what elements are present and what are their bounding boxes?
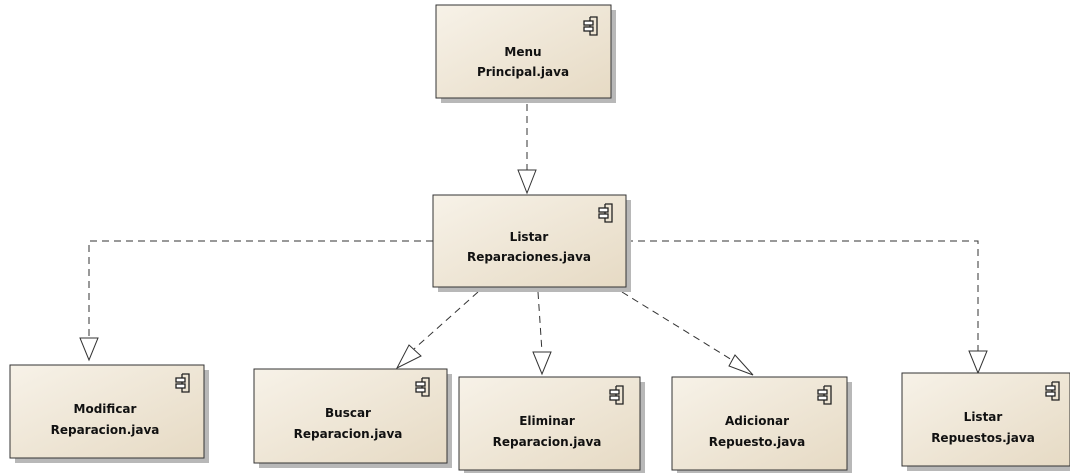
arrowhead-open-icon xyxy=(968,350,988,375)
component-name-line: Reparacion.java xyxy=(51,423,160,437)
arrowhead-open-icon xyxy=(532,351,552,376)
component-name-line: Modificar xyxy=(74,402,137,416)
component-name-line: Repuestos.java xyxy=(931,431,1035,445)
dependency-to-modificar[interactable] xyxy=(88,240,433,338)
component-icon xyxy=(1045,381,1060,401)
component-icon xyxy=(175,373,190,393)
dependency-to-adicionar[interactable] xyxy=(621,291,733,361)
component-name-line: Eliminar xyxy=(519,414,575,428)
svg-text:Reparacion.java: Reparacion.java xyxy=(51,423,160,437)
component-name-line: Repuesto.java xyxy=(709,435,805,449)
component-icon xyxy=(598,203,613,223)
component-modificar-reparacion[interactable]: Modificar Reparacion.java xyxy=(9,364,209,463)
svg-text:Eliminar: Eliminar xyxy=(519,414,575,428)
dependency-lines xyxy=(88,104,979,361)
component-eliminar-reparacion[interactable]: Eliminar Reparacion.java xyxy=(458,376,645,473)
component-menu-principal[interactable]: Menu Principal.java xyxy=(435,4,616,103)
component-icon xyxy=(583,16,598,36)
component-name-line: Listar xyxy=(964,410,1003,424)
arrowheads xyxy=(79,169,988,376)
dependency-to-eliminar[interactable] xyxy=(537,291,543,353)
component-listar-repuestos[interactable]: Listar Repuestos.java xyxy=(901,372,1070,471)
svg-text:Repuestos.java: Repuestos.java xyxy=(931,431,1035,445)
svg-text:Adicionar: Adicionar xyxy=(725,414,789,428)
component-name-line: Reparaciones.java xyxy=(467,250,591,264)
dependency-to-listar-repuestos[interactable] xyxy=(626,240,979,351)
svg-text:Principal.java: Principal.java xyxy=(477,65,569,79)
component-name-line: Principal.java xyxy=(477,65,569,79)
component-icon xyxy=(817,385,832,405)
component-name-line: Menu xyxy=(504,45,541,59)
svg-text:Reparaciones.java: Reparaciones.java xyxy=(467,250,591,264)
component-listar-reparaciones[interactable]: Listar Reparaciones.java xyxy=(432,194,631,292)
svg-text:Listar: Listar xyxy=(964,410,1003,424)
component-name-line: Adicionar xyxy=(725,414,789,428)
svg-text:Reparacion.java: Reparacion.java xyxy=(493,435,602,449)
arrowhead-open-icon xyxy=(395,344,422,370)
component-name-line: Buscar xyxy=(325,406,371,420)
svg-text:Buscar: Buscar xyxy=(325,406,371,420)
arrowhead-open-icon xyxy=(728,354,754,376)
dependency-to-buscar[interactable] xyxy=(413,291,479,350)
component-name-line: Reparacion.java xyxy=(493,435,602,449)
svg-text:Menu: Menu xyxy=(504,45,541,59)
arrowhead-open-icon xyxy=(517,169,537,195)
svg-text:Modificar: Modificar xyxy=(74,402,137,416)
component-name-line: Listar xyxy=(510,230,549,244)
arrowhead-open-icon xyxy=(79,337,99,362)
component-name-line: Reparacion.java xyxy=(294,427,403,441)
svg-text:Repuesto.java: Repuesto.java xyxy=(709,435,805,449)
component-buscar-reparacion[interactable]: Buscar Reparacion.java xyxy=(253,368,452,468)
svg-text:Listar: Listar xyxy=(510,230,549,244)
component-icon xyxy=(609,385,624,405)
component-adicionar-repuesto[interactable]: Adicionar Repuesto.java xyxy=(671,376,852,473)
svg-text:Reparacion.java: Reparacion.java xyxy=(294,427,403,441)
component-icon xyxy=(415,377,430,397)
